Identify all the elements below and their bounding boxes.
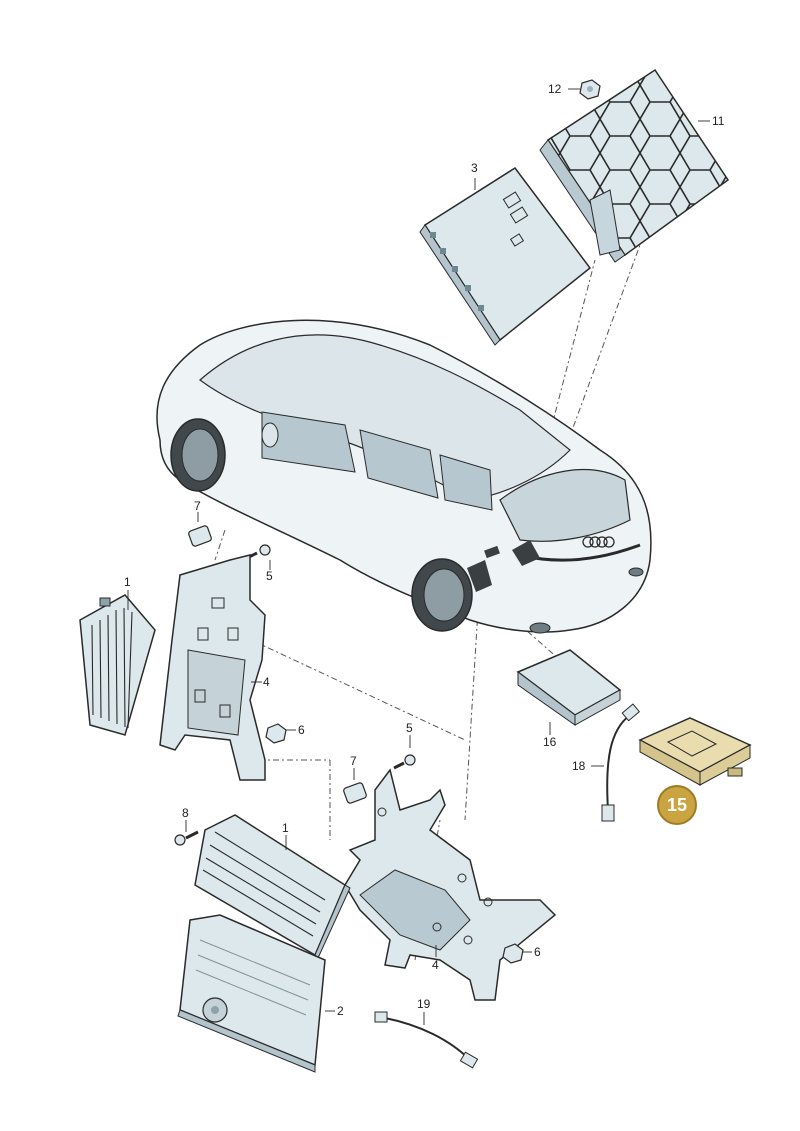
label-3: 3 [471, 161, 478, 175]
part-7-plug-upper [188, 525, 212, 547]
label-12: 12 [548, 82, 562, 96]
label-pointers [127, 88, 710, 1025]
label-6-lower: 6 [534, 945, 541, 959]
part-3-control-unit [419, 166, 592, 346]
part-4-bracket-upper [159, 554, 266, 781]
part-7-plug-lower [343, 782, 367, 804]
part-15-module-highlighted[interactable] [638, 717, 752, 786]
part-19-cable [374, 1011, 479, 1069]
part-18-cable [601, 703, 641, 822]
label-4-lower: 4 [432, 958, 439, 972]
part-2-amplifier [177, 914, 326, 1073]
part-1-unit-lower [194, 814, 351, 959]
label-2: 2 [337, 1004, 344, 1018]
part-4-bracket-lower [344, 768, 557, 1001]
label-5-upper: 5 [266, 569, 273, 583]
part-16-module [516, 649, 622, 726]
label-7-lower: 7 [350, 754, 357, 768]
label-4-upper: 4 [263, 675, 270, 689]
label-1-lower: 1 [282, 821, 289, 835]
label-19: 19 [417, 997, 431, 1011]
label-18: 18 [572, 759, 586, 773]
label-7-upper: 7 [194, 499, 201, 513]
part-6-nut-lower [502, 943, 524, 964]
part-11-module [539, 68, 730, 263]
label-11: 11 [712, 114, 725, 128]
label-16: 16 [543, 735, 557, 749]
part-1-unit-upper [79, 594, 156, 736]
part-12-nut [579, 79, 601, 100]
car-illustration [156, 319, 652, 634]
highlight-badge-15[interactable]: 15 [657, 785, 697, 825]
label-5-lower: 5 [406, 721, 413, 735]
label-6-upper: 6 [298, 723, 305, 737]
part-5-screw-lower [393, 754, 416, 770]
part-6-nut-upper [265, 723, 287, 744]
part-8-screw [174, 830, 199, 846]
label-8: 8 [182, 806, 189, 820]
label-1-upper: 1 [124, 575, 131, 589]
